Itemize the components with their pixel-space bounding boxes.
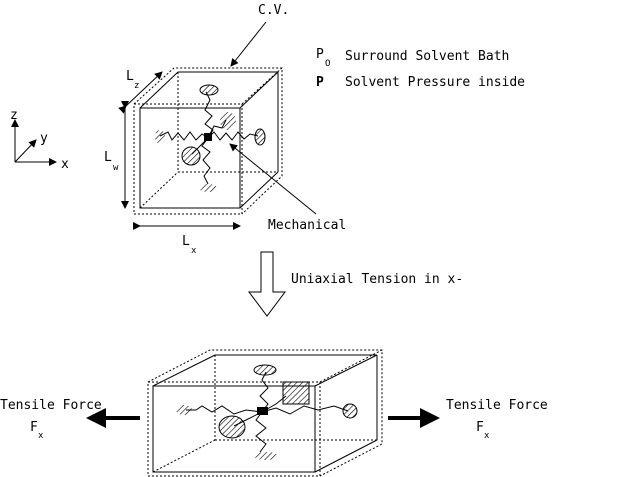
particle-top xyxy=(199,84,219,96)
tensile-force-left-label: Tensile Force xyxy=(0,398,102,413)
stretched-particle-top xyxy=(253,364,277,376)
stretched-control-volume xyxy=(147,349,383,477)
fx-left-label: F xyxy=(30,420,38,435)
p-symbol: P xyxy=(316,75,324,90)
stretched-particle-front xyxy=(218,415,246,439)
lw-label: L xyxy=(104,150,112,165)
stretched-particle-back xyxy=(282,381,310,405)
lx-subscript: x xyxy=(191,246,197,256)
p0-subscript: O xyxy=(325,59,330,69)
p0-description: Surround Solvent Bath xyxy=(345,49,509,64)
polymer-network xyxy=(155,84,266,192)
lw-subscript: w xyxy=(113,163,119,173)
tensile-force-right-label: Tensile Force xyxy=(446,398,548,413)
cv-pointer-arrow xyxy=(230,21,267,67)
uniaxial-label: Uniaxial Tension in x- xyxy=(291,272,463,287)
p-description: Solvent Pressure inside xyxy=(345,75,525,90)
particle-bottom xyxy=(199,184,217,192)
axis-y-label: y xyxy=(40,131,48,146)
stretched-particle-right xyxy=(342,403,358,419)
axis-indicator xyxy=(11,119,57,166)
stretched-polymer-network xyxy=(176,364,358,460)
axis-z-label: z xyxy=(10,108,18,123)
lx-label: L xyxy=(182,234,190,249)
stretched-particle-left xyxy=(176,405,192,415)
bottom-stretched-box xyxy=(86,349,440,477)
fx-right-label: F xyxy=(476,420,484,435)
particle-front xyxy=(181,146,201,166)
particle-back xyxy=(220,112,236,130)
particle-right xyxy=(254,128,266,146)
cv-label: C.V. xyxy=(258,3,289,18)
force-arrow-left xyxy=(86,408,140,428)
force-arrow-right xyxy=(388,408,440,428)
dimension-lz xyxy=(118,71,163,114)
p0-symbol: P xyxy=(316,47,324,62)
particle-left xyxy=(155,130,165,144)
stretched-crosslink-node xyxy=(257,407,268,415)
mechanical-pointer-arrow xyxy=(229,143,317,215)
crosslink-node xyxy=(204,133,212,141)
process-arrow xyxy=(248,251,286,317)
top-cube xyxy=(118,21,317,230)
fx-left-subscript: x xyxy=(38,431,44,441)
fx-right-subscript: x xyxy=(484,431,490,441)
stretched-solid-box xyxy=(152,354,378,473)
stretched-particle-bottom xyxy=(254,452,278,460)
mechanical-label: Mechanical xyxy=(268,218,346,233)
lz-label: L xyxy=(126,69,134,84)
axis-x-label: x xyxy=(61,157,69,172)
lz-subscript: z xyxy=(134,81,139,91)
